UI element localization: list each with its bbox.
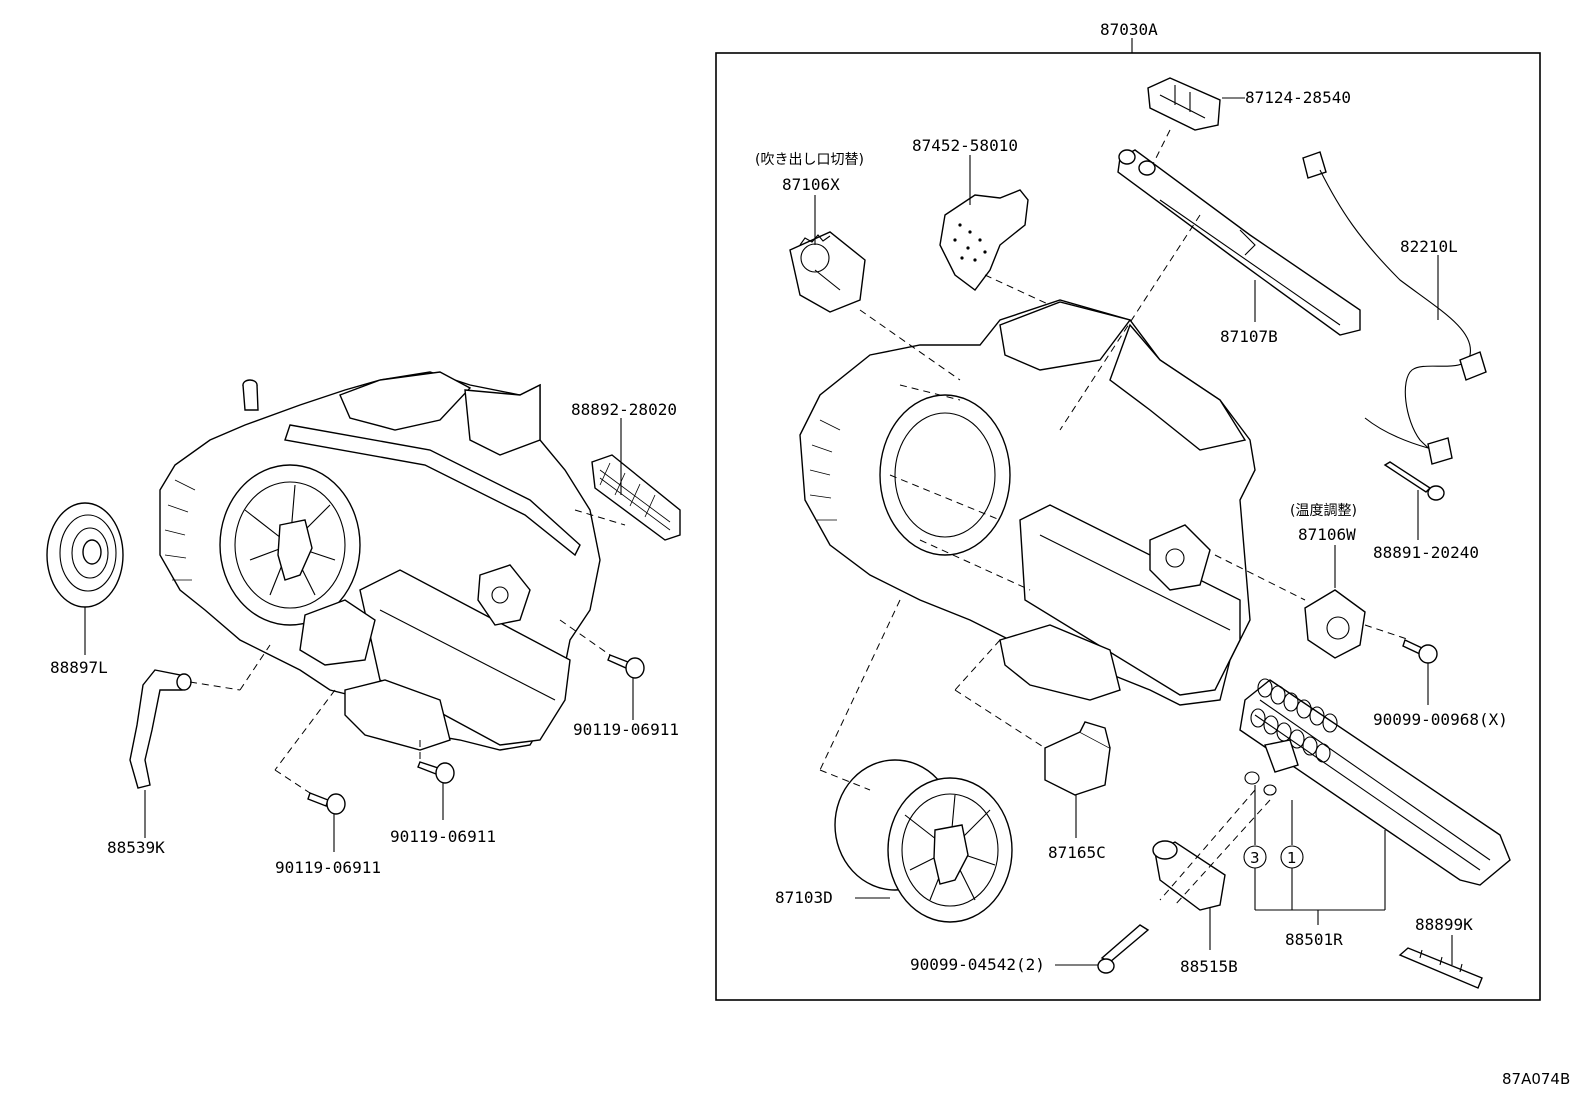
grommet-88897 bbox=[46, 502, 124, 608]
ref-code: 87A074B bbox=[1502, 1070, 1570, 1088]
fitting-88515 bbox=[1152, 840, 1226, 911]
screw-90119-b bbox=[417, 761, 455, 784]
label-90099-04542: 90099-04542(2) bbox=[910, 955, 1045, 974]
actuator-87106w bbox=[1304, 589, 1366, 659]
screw-90119-c bbox=[307, 792, 346, 815]
label-87165C: 87165C bbox=[1048, 843, 1106, 862]
heater-unit-assembled bbox=[159, 371, 601, 751]
blower-motor-87103 bbox=[834, 759, 1013, 923]
harness-82210 bbox=[1302, 151, 1487, 465]
label-82210L: 82210L bbox=[1400, 237, 1458, 256]
filter-88892 bbox=[591, 454, 681, 541]
label-90119-06911-b: 90119-06911 bbox=[390, 827, 496, 846]
label-90119-06911-c: 90119-06911 bbox=[275, 858, 381, 877]
plate-87452 bbox=[939, 189, 1029, 291]
label-87030A: 87030A bbox=[1100, 20, 1158, 39]
label-87103D: 87103D bbox=[775, 888, 833, 907]
label-88515B: 88515B bbox=[1180, 957, 1238, 976]
label-88891-20240: 88891-20240 bbox=[1373, 543, 1479, 562]
label-87106W: 87106W bbox=[1298, 525, 1356, 544]
label-88897L: 88897L bbox=[50, 658, 108, 677]
label-88899K: 88899K bbox=[1415, 915, 1473, 934]
label-90119-06911-a: 90119-06911 bbox=[573, 720, 679, 739]
label-87107B: 87107B bbox=[1220, 327, 1278, 346]
label-87124-28540: 87124-28540 bbox=[1245, 88, 1351, 107]
evaporator-88501 bbox=[1239, 678, 1511, 886]
label-90099-00968: 90099-00968(X) bbox=[1373, 710, 1508, 729]
label-88501R: 88501R bbox=[1285, 930, 1343, 949]
screw-90099-04542 bbox=[1097, 924, 1150, 974]
heater-case-exploded bbox=[799, 299, 1256, 706]
label-88892-28020: 88892-28020 bbox=[571, 400, 677, 419]
label-87106X: 87106X bbox=[782, 175, 840, 194]
note-87106X: (吹き出し口切替) bbox=[755, 152, 864, 168]
drain-hose-88539 bbox=[129, 669, 192, 789]
callout-3: 3 bbox=[1250, 849, 1260, 867]
screw-90099-00968 bbox=[1402, 639, 1438, 664]
assembly-frame bbox=[715, 52, 1541, 1001]
note-87106W: (温度調整) bbox=[1290, 503, 1357, 519]
label-87452-58010: 87452-58010 bbox=[912, 136, 1018, 155]
pipe-87107 bbox=[1117, 149, 1361, 336]
seal-88899 bbox=[1398, 947, 1483, 989]
actuator-87106x bbox=[789, 231, 866, 313]
screw-90119-a bbox=[607, 654, 645, 679]
sensor-88891 bbox=[1383, 461, 1445, 501]
bracket-87124 bbox=[1147, 77, 1221, 131]
resistor-87165 bbox=[1044, 721, 1111, 796]
callout-1: 1 bbox=[1287, 849, 1297, 867]
label-88539K: 88539K bbox=[107, 838, 165, 857]
